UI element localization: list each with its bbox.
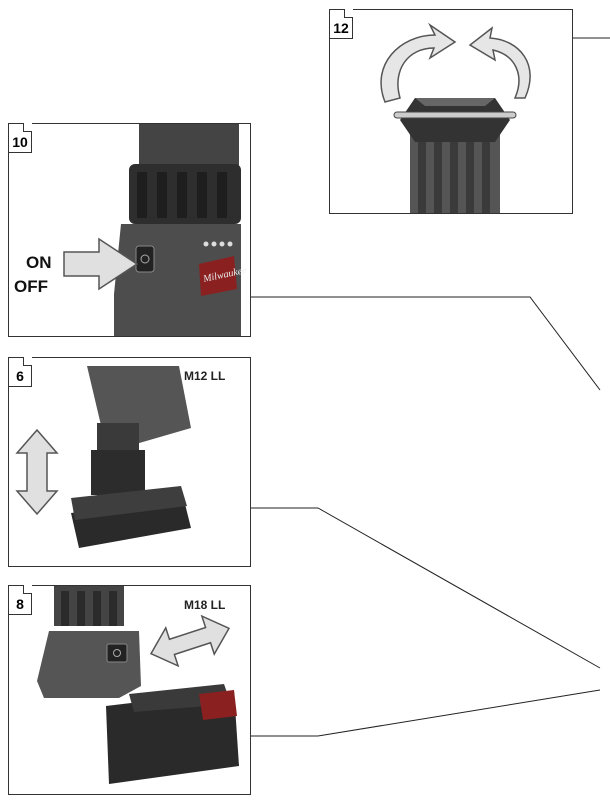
m18-battery-insertion-illustration bbox=[37, 586, 239, 784]
lamp-head-rotation-illustration bbox=[380, 22, 531, 213]
lamp-switch-illustration: Milwaukee bbox=[63, 124, 248, 336]
figure-8-model-label: M18 LL bbox=[184, 598, 226, 612]
figure-12-number: 12 bbox=[329, 9, 353, 39]
figure-6-panel bbox=[8, 357, 251, 567]
off-label: OFF bbox=[14, 277, 48, 296]
figure-6-model-label: M12 LL bbox=[184, 369, 226, 383]
figure-12-panel bbox=[329, 9, 573, 214]
m12-battery-insertion-illustration bbox=[15, 366, 191, 548]
figure-10-number: 10 bbox=[8, 123, 32, 153]
on-label: ON bbox=[26, 253, 52, 272]
figure-10-panel: Milwaukee bbox=[8, 123, 251, 337]
figure-6-number: 6 bbox=[8, 357, 32, 387]
figure-8-panel bbox=[8, 585, 251, 795]
figure-8-number: 8 bbox=[8, 585, 32, 615]
